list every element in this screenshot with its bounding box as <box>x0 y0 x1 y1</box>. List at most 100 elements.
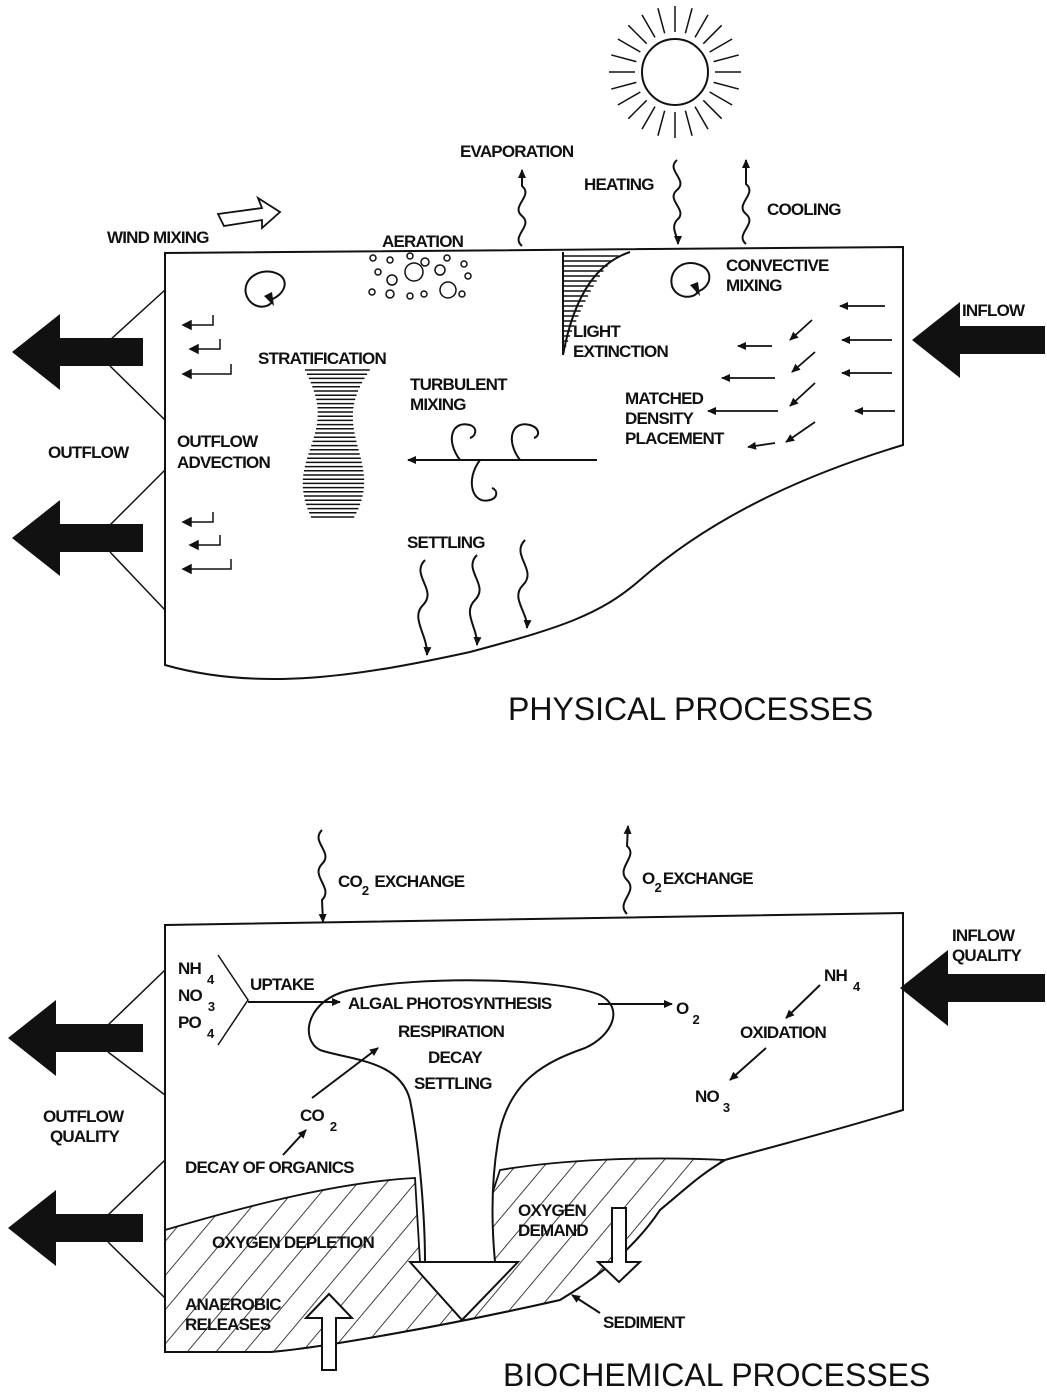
sun-ray <box>695 15 708 38</box>
cooling-arrow <box>743 160 750 244</box>
bubble <box>387 275 397 285</box>
label-no3-oxidized: NO3 <box>695 1087 730 1115</box>
label-settling: SETTLING <box>407 533 485 552</box>
bubble <box>421 258 429 266</box>
label-inflow: INFLOW <box>962 301 1026 320</box>
label-convective-mixing: MIXING <box>726 276 782 295</box>
bubble <box>459 291 465 297</box>
density-arrow <box>790 320 812 340</box>
sun-ray <box>658 111 665 136</box>
label-convective: CONVECTIVE <box>726 256 829 275</box>
bubble <box>407 293 413 299</box>
matched-density-arrows <box>708 306 895 447</box>
bubble <box>370 255 376 261</box>
physical-processes-title: PHYSICAL PROCESSES <box>508 691 873 727</box>
nutrient-bracket <box>218 955 248 1045</box>
stratification-profile <box>303 370 370 517</box>
sun-icon <box>609 6 741 138</box>
label-oxygen-depletion: OXYGEN DEPLETION <box>212 1233 374 1252</box>
label-outflow: OUTFLOW <box>48 443 130 462</box>
label-oxygen-demand-1: OXYGEN <box>518 1201 586 1220</box>
label-anaerobic: ANAEROBIC <box>185 1295 281 1314</box>
label-density: DENSITY <box>625 409 695 428</box>
sun-ray <box>628 25 646 43</box>
label-o2-product: O2 <box>676 999 699 1027</box>
sun-ray <box>710 39 733 52</box>
sun-ray <box>658 8 665 33</box>
organics-to-co2-arrow <box>283 1130 306 1155</box>
wind-mixing-arrow-icon <box>218 198 280 228</box>
sun-ray <box>703 25 721 43</box>
sediment-pointer-arrow <box>572 1295 600 1313</box>
sun-ray <box>618 39 641 52</box>
bubble <box>435 265 445 275</box>
label-outflow-quality-1: OUTFLOW <box>43 1107 125 1126</box>
sun-ray <box>642 107 655 130</box>
label-oxidation: OXIDATION <box>740 1023 827 1042</box>
sun-ray <box>695 107 708 130</box>
turbulent-mixing-icon <box>408 424 597 500</box>
label-no3: NO3 <box>178 986 215 1014</box>
label-uptake: UPTAKE <box>250 975 314 994</box>
advection-arrowhead <box>190 345 198 353</box>
bubble <box>440 282 456 298</box>
oxidation-to-no3-arrow <box>730 1048 766 1080</box>
label-matched: MATCHED <box>625 389 704 408</box>
bubble <box>375 269 381 275</box>
sun-ray <box>611 55 636 62</box>
eddy-right-icon <box>671 263 709 297</box>
label-turbulent: TURBULENT <box>410 375 508 394</box>
label-aeration: AERATION <box>382 232 464 251</box>
o2-exchange-arrow <box>624 826 631 914</box>
label-stratification: STRATIFICATION <box>258 349 386 368</box>
bubble <box>386 290 394 298</box>
density-arrow <box>786 422 815 442</box>
label-inflow-quality-2: QUALITY <box>952 946 1022 965</box>
label-turbulent-mixing: MIXING <box>410 395 466 414</box>
label-co2-exchange: CO2EXCHANGE <box>338 872 465 898</box>
bubble <box>421 291 427 297</box>
bubble <box>369 289 375 295</box>
sun-ray <box>611 82 636 89</box>
label-cooling: COOLING <box>767 200 841 219</box>
label-evaporation: EVAPORATION <box>460 142 574 161</box>
label-outflow-advection-2: ADVECTION <box>177 453 270 472</box>
sun-ray <box>642 15 655 38</box>
sun-ray <box>714 55 739 62</box>
label-respiration: RESPIRATION <box>398 1022 505 1041</box>
label-decay: DECAY <box>428 1048 483 1067</box>
label-algal-photosynthesis: ALGAL PHOTOSYNTHESIS <box>348 994 552 1013</box>
bubble <box>461 261 467 267</box>
bubble <box>444 255 450 261</box>
advection-corner <box>187 559 231 569</box>
nh4-to-oxidation-arrow <box>786 985 820 1018</box>
label-outflow-advection-1: OUTFLOW <box>177 432 259 451</box>
evaporation-arrow <box>519 170 526 246</box>
sun-ray <box>714 82 739 89</box>
advection-arrowhead <box>183 321 191 329</box>
sun-ray <box>628 100 646 118</box>
label-placement: PLACEMENT <box>625 429 725 448</box>
advection-corner <box>187 364 231 374</box>
bubble <box>407 253 413 259</box>
label-decay-of-organics: DECAY OF ORGANICS <box>185 1158 354 1177</box>
eddy-left-icon <box>245 271 284 306</box>
sun-ray <box>703 100 721 118</box>
heating-arrow <box>674 160 681 244</box>
label-wind-mixing: WIND MIXING <box>107 228 209 247</box>
co2-exchange-arrow <box>319 830 326 922</box>
physical-panel: EVAPORATION HEATING COOLING WIND MIXING … <box>12 6 1045 727</box>
bubble <box>387 257 393 263</box>
label-inflow-quality-1: INFLOW <box>952 926 1016 945</box>
label-outflow-quality-2: QUALITY <box>50 1127 120 1146</box>
settling-arrows <box>418 540 527 655</box>
label-releases: RELEASES <box>185 1315 271 1334</box>
label-light: LIGHT <box>573 322 621 341</box>
advection-arrowhead <box>183 370 191 378</box>
label-nh4-inflow: NH4 <box>824 966 861 994</box>
sun-ray <box>710 92 733 105</box>
density-arrow <box>748 443 775 447</box>
